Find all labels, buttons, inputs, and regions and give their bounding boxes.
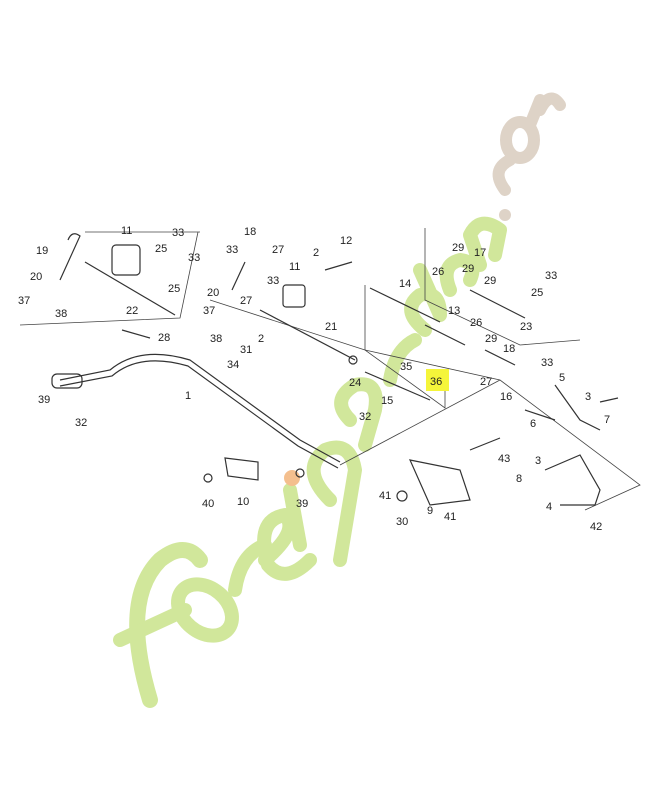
- part-label-12: 12: [340, 235, 352, 247]
- part-label-30: 30: [396, 516, 408, 528]
- highlight-box: [426, 369, 449, 391]
- part-label-27: 27: [480, 376, 492, 388]
- part-label-18: 18: [503, 343, 515, 355]
- part-label-35: 35: [400, 361, 412, 373]
- part-label-5: 5: [559, 372, 565, 384]
- part-label-29: 29: [485, 333, 497, 345]
- part-label-21: 21: [325, 321, 337, 333]
- watermark-dotcom: [492, 92, 566, 221]
- part-label-8: 8: [516, 473, 522, 485]
- part-label-36: 36: [430, 376, 442, 388]
- part-label-15: 15: [381, 395, 393, 407]
- part-label-13: 13: [448, 305, 460, 317]
- part-label-26: 26: [470, 317, 482, 329]
- parts: [59, 233, 619, 506]
- part-label-27: 27: [272, 244, 284, 256]
- group-frames: [19, 228, 641, 511]
- part-label-22: 22: [126, 305, 138, 317]
- part-label-25: 25: [155, 243, 167, 255]
- part-label-3: 3: [585, 391, 591, 403]
- part-label-33: 33: [267, 275, 279, 287]
- part-label-41: 41: [379, 490, 391, 502]
- cable-1: [51, 353, 341, 469]
- part-label-10: 10: [237, 496, 249, 508]
- part-label-43: 43: [498, 453, 510, 465]
- part-label-6: 6: [530, 418, 536, 430]
- part-label-23: 23: [520, 321, 532, 333]
- part-label-38: 38: [55, 308, 67, 320]
- part-label-39: 39: [296, 498, 308, 510]
- part-label-25: 25: [531, 287, 543, 299]
- part-label-33: 33: [226, 244, 238, 256]
- part-label-24: 24: [349, 377, 361, 389]
- part-label-38: 38: [210, 333, 222, 345]
- part-label-37: 37: [18, 295, 30, 307]
- part-label-25: 25: [168, 283, 180, 295]
- part-label-2: 2: [258, 333, 264, 345]
- part-label-39: 39: [38, 394, 50, 406]
- part-label-20: 20: [30, 271, 42, 283]
- part-label-41: 41: [444, 511, 456, 523]
- part-label-4: 4: [546, 501, 552, 513]
- part-label-27: 27: [240, 295, 252, 307]
- part-label-3: 3: [535, 455, 541, 467]
- part-label-7: 7: [604, 414, 610, 426]
- part-label-37: 37: [203, 305, 215, 317]
- part-label-1: 1: [185, 390, 191, 402]
- part-label-32: 32: [75, 417, 87, 429]
- part-label-33: 33: [172, 227, 184, 239]
- part-label-20: 20: [207, 287, 219, 299]
- part-label-9: 9: [427, 505, 433, 517]
- part-label-11: 11: [121, 225, 132, 237]
- part-label-40: 40: [202, 498, 214, 510]
- part-label-16: 16: [500, 391, 512, 403]
- part-label-29: 29: [462, 263, 474, 275]
- part-label-29: 29: [484, 275, 496, 287]
- watermark-foret: [113, 483, 317, 708]
- part-label-14: 14: [399, 278, 411, 290]
- part-label-2: 2: [313, 247, 319, 259]
- part-label-29: 29: [452, 242, 464, 254]
- watermark-dot: [284, 470, 300, 486]
- part-label-42: 42: [590, 521, 602, 533]
- part-label-28: 28: [158, 332, 170, 344]
- part-label-31: 31: [240, 344, 252, 356]
- part-label-34: 34: [227, 359, 239, 371]
- part-label-33: 33: [545, 270, 557, 282]
- part-label-32: 32: [359, 411, 371, 423]
- part-label-33: 33: [541, 357, 553, 369]
- part-label-19: 19: [36, 245, 48, 257]
- part-label-18: 18: [244, 226, 256, 238]
- part-label-17: 17: [474, 247, 486, 259]
- part-label-26: 26: [432, 266, 444, 278]
- part-label-33: 33: [188, 252, 200, 264]
- part-label-11: 11: [289, 261, 300, 273]
